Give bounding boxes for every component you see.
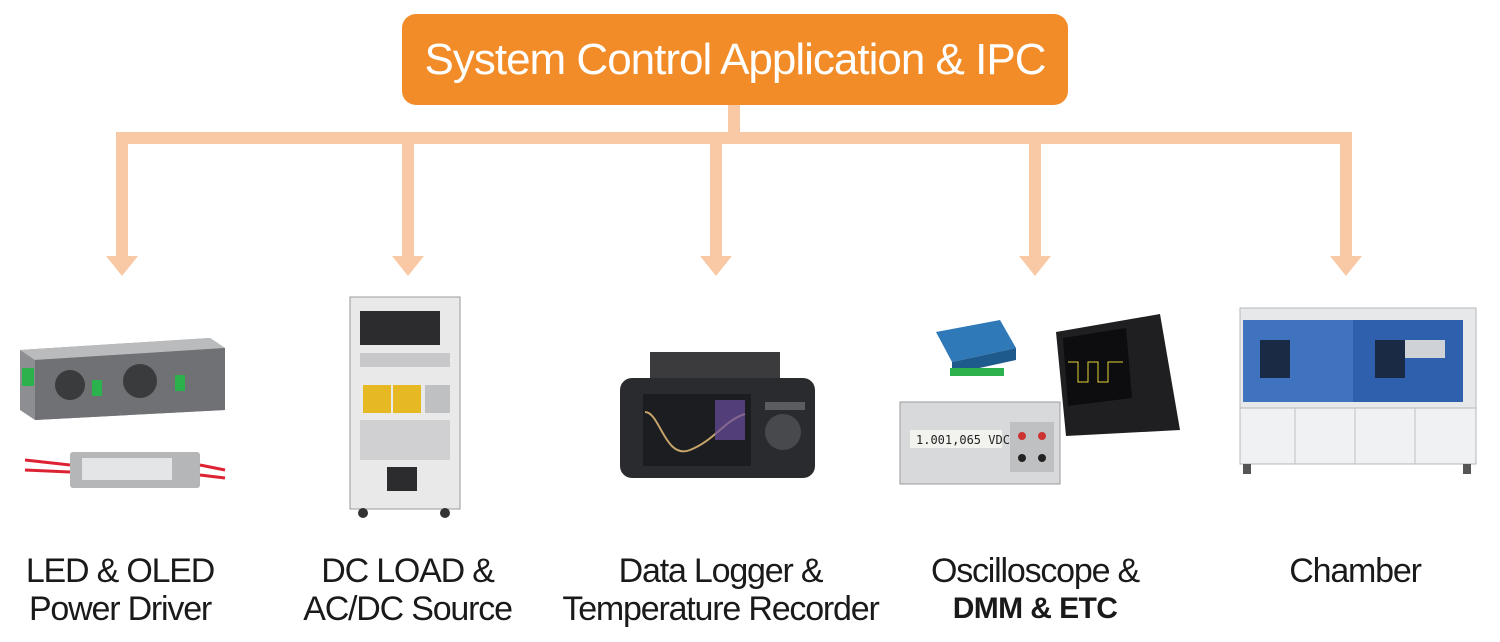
oscilloscope-dmm-illustration: 1.001,065 VDC (899, 314, 1180, 485)
node-label-data-logger: Data Logger & Temperature Recorder (553, 552, 888, 628)
node-label-line1: Oscilloscope & (930, 552, 1140, 590)
arrowhead (392, 256, 424, 276)
node-label-oscilloscope: Oscilloscope & DMM & ETC (920, 552, 1150, 628)
branch-line (1340, 138, 1352, 256)
node-label-line2: AC/DC Source (303, 590, 513, 628)
trunk-line (728, 105, 740, 138)
header-title: System Control Application & IPC (424, 34, 1047, 84)
node-label-line2: DMM & ETC (952, 592, 1118, 625)
node-label-line1: Data Logger & (618, 552, 824, 590)
arrowhead (1330, 256, 1362, 276)
node-label-line1: LED & OLED (25, 552, 216, 590)
system-control-header: System Control Application & IPC (402, 14, 1068, 105)
data-logger-illustration (620, 352, 815, 478)
node-label-dc-load: DC LOAD & AC/DC Source (300, 552, 515, 628)
dc-load-rack-illustration (349, 296, 461, 518)
branch-line (116, 138, 128, 256)
node-label-chamber: Chamber (1260, 552, 1450, 590)
chamber-illustration (1239, 307, 1477, 474)
branch-line (1029, 138, 1041, 256)
svg-text:1.001,065 VDC: 1.001,065 VDC (916, 433, 1010, 447)
bus-line (116, 132, 1352, 144)
arrowhead (106, 256, 138, 276)
node-label-line1: Chamber (1289, 552, 1422, 590)
branch-line (402, 138, 414, 256)
arrowhead (700, 256, 732, 276)
node-label-line1: DC LOAD & (321, 552, 495, 590)
arrowhead (1019, 256, 1051, 276)
node-label-line2: Temperature Recorder (562, 590, 879, 628)
led-driver-illustration (20, 338, 226, 488)
branch-line (710, 138, 722, 256)
node-label-led-driver: LED & OLED Power Driver (20, 552, 220, 628)
node-label-line2: Power Driver (28, 590, 212, 628)
